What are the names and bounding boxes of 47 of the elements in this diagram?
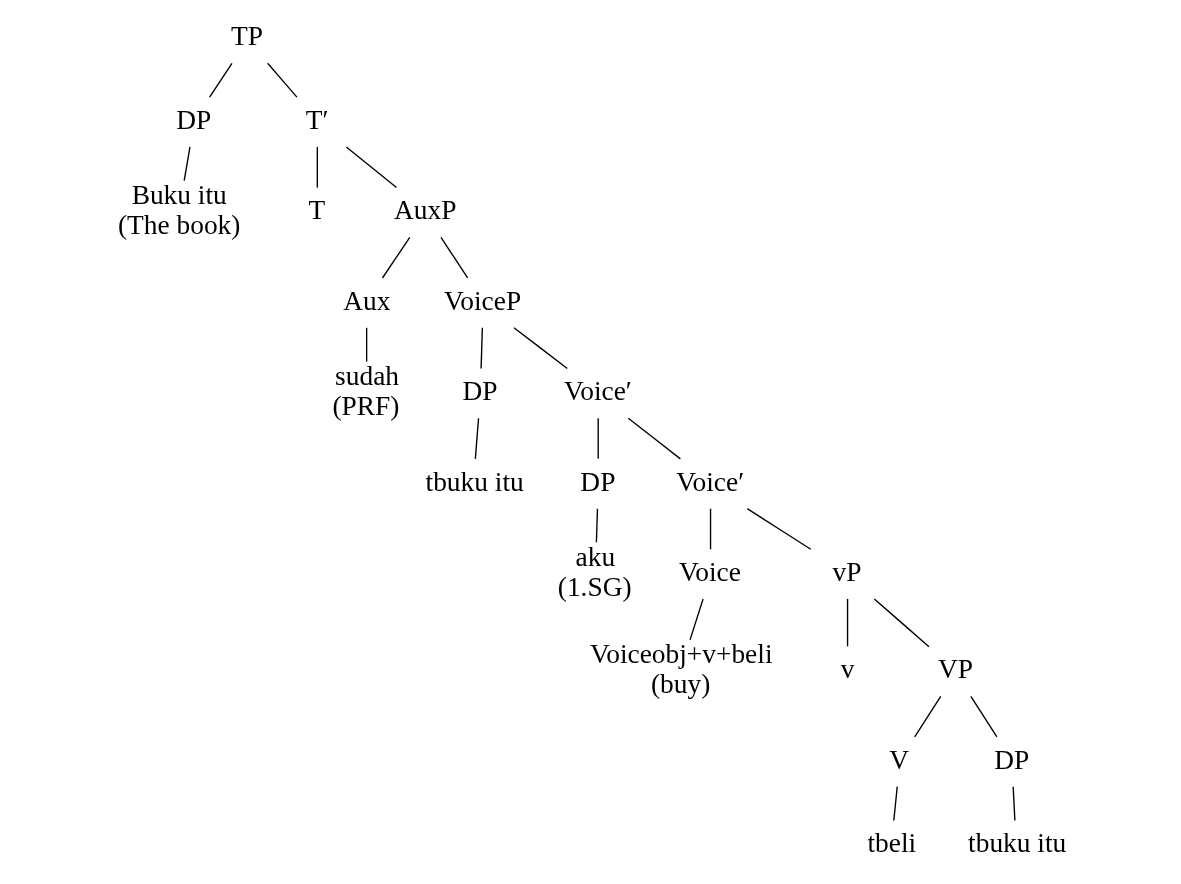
node-text: tbeli bbox=[866, 828, 916, 859]
node-text: DP bbox=[993, 744, 1029, 775]
node-text: VoiceP bbox=[443, 285, 521, 316]
connector bbox=[208, 62, 233, 98]
node-text: Aux bbox=[342, 285, 391, 316]
node-text: T bbox=[307, 195, 325, 226]
connector bbox=[969, 695, 998, 738]
connector bbox=[479, 327, 483, 370]
connector bbox=[892, 786, 898, 822]
connector bbox=[474, 417, 479, 460]
connector bbox=[746, 507, 811, 550]
connector bbox=[597, 417, 599, 460]
connector bbox=[381, 236, 410, 279]
connector bbox=[688, 598, 704, 641]
node-text: tbuku itu bbox=[425, 466, 524, 497]
node-text: Buku itu (The book) bbox=[117, 180, 240, 241]
connector bbox=[512, 327, 568, 370]
node-text: Voice bbox=[678, 557, 741, 588]
connector bbox=[627, 417, 681, 460]
node-text: tbuku itu bbox=[967, 828, 1066, 859]
connector bbox=[266, 62, 298, 98]
node-text: aku (1.SG) bbox=[557, 542, 632, 603]
connector bbox=[913, 695, 941, 738]
connector bbox=[365, 327, 367, 363]
node-text: T′ bbox=[305, 104, 328, 135]
node-text: V bbox=[888, 744, 909, 775]
node-text: VP bbox=[937, 654, 973, 685]
node-text: AuxP bbox=[393, 195, 456, 226]
connector bbox=[595, 507, 598, 544]
node-text: Voice′ bbox=[563, 376, 632, 407]
node-text: vP bbox=[831, 557, 861, 588]
node-text: Voice′ bbox=[675, 466, 744, 497]
connector bbox=[183, 146, 191, 182]
connector bbox=[846, 598, 848, 648]
connector bbox=[1012, 786, 1016, 822]
connector bbox=[873, 598, 930, 648]
node-text: v bbox=[840, 654, 854, 685]
connector bbox=[316, 146, 318, 189]
connector bbox=[439, 236, 468, 279]
node-text: TP bbox=[230, 21, 263, 52]
node-text: Voiceobj+v+beli (buy) bbox=[589, 639, 773, 700]
connector bbox=[345, 146, 397, 189]
node-text: DP bbox=[175, 104, 211, 135]
node-text: sudah (PRF) bbox=[331, 361, 399, 422]
node-text: DP bbox=[462, 376, 498, 407]
connector bbox=[709, 507, 711, 550]
node-text: DP bbox=[579, 466, 615, 497]
